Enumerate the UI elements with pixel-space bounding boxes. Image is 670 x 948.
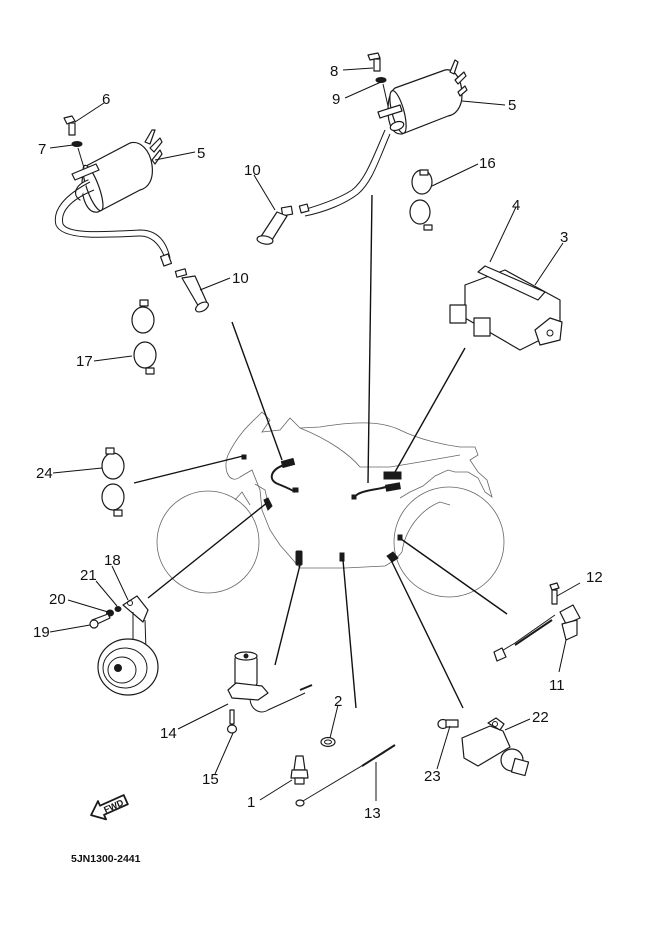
clamp-17 <box>131 299 157 375</box>
spark-plug-cap-left <box>174 268 209 313</box>
callout-5-right: 5 <box>508 97 516 114</box>
callout-16: 16 <box>479 155 496 172</box>
clamp-24 <box>101 447 125 517</box>
callout-13: 13 <box>364 805 381 822</box>
callout-22: 22 <box>532 709 549 726</box>
actuator-14 <box>226 651 313 734</box>
callout-15: 15 <box>202 771 219 788</box>
callout-17: 17 <box>76 353 93 370</box>
speed-sensor-11 <box>493 582 581 662</box>
rectifier-regulator <box>449 265 563 351</box>
callout-10-lower: 10 <box>232 270 249 287</box>
fwd-label: FWD <box>102 797 125 815</box>
callout-21: 21 <box>80 567 97 584</box>
callout-18: 18 <box>104 552 121 569</box>
callout-11: 11 <box>549 677 565 694</box>
bolt-6 <box>63 115 85 169</box>
callout-3: 3 <box>560 229 568 246</box>
clamp-16 <box>409 169 433 231</box>
callout-1: 1 <box>247 794 255 811</box>
motorcycle-outline <box>156 411 505 598</box>
gasket-2 <box>320 736 336 748</box>
throttle-position-sensor-22 <box>437 717 530 777</box>
fwd-arrow-icon: FWD <box>90 794 129 821</box>
ignition-coil-right <box>377 59 468 135</box>
leader-lines <box>49 67 581 801</box>
callout-2: 2 <box>334 693 342 710</box>
callout-labels: 6 7 5 10 10 8 9 5 16 4 3 17 24 18 21 20 … <box>33 63 603 822</box>
callout-7: 7 <box>38 141 46 158</box>
sensor-switch-1 <box>290 755 309 785</box>
callout-5-left: 5 <box>197 145 205 162</box>
reference-lines <box>133 194 508 709</box>
callout-12: 12 <box>586 569 603 586</box>
callout-10-upper: 10 <box>244 162 261 179</box>
spark-plug-cap-right <box>256 129 391 245</box>
callout-14: 14 <box>160 725 177 742</box>
callout-24: 24 <box>36 465 53 482</box>
wiring-connectors <box>241 454 403 566</box>
ignition-coil-left <box>54 129 173 267</box>
callout-19: 19 <box>33 624 50 641</box>
callout-8: 8 <box>330 63 338 80</box>
callout-4: 4 <box>512 197 520 214</box>
callout-6: 6 <box>102 91 110 108</box>
callout-23: 23 <box>424 768 441 785</box>
horn <box>89 595 159 696</box>
bolt-8 <box>367 52 389 107</box>
callout-20: 20 <box>49 591 66 608</box>
callout-9: 9 <box>332 91 340 108</box>
drawing-code: 5JN1300-2441 <box>71 853 141 865</box>
lead-wire-13 <box>295 744 396 807</box>
